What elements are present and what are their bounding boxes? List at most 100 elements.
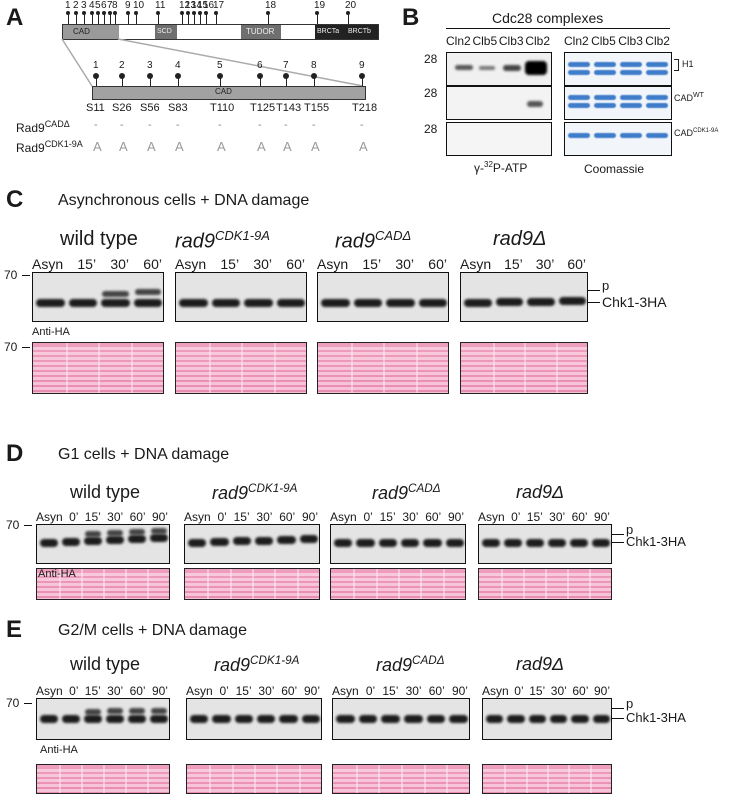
coomassie-cad-wt <box>564 86 672 120</box>
cdk1-9a-mark: A <box>93 139 102 154</box>
mw-tick <box>24 525 32 526</box>
antibody-label: Anti-HA <box>40 744 78 756</box>
strain-allele: CADΔ <box>408 482 441 495</box>
mw-tick <box>24 703 32 704</box>
lane-label: Asyn <box>330 510 357 524</box>
cdk1-9a-mark: A <box>147 139 156 154</box>
site-pin <box>186 11 190 15</box>
label-cad-wt: CADWT <box>674 92 704 103</box>
ponceau-lane-gap <box>81 765 83 793</box>
chk1-phospho-band <box>151 528 167 534</box>
chk1-band <box>301 715 320 723</box>
site-pin <box>134 11 138 15</box>
chk1-band <box>211 299 240 307</box>
site-pin <box>82 11 86 15</box>
site-pin <box>74 11 78 15</box>
site-pin <box>90 11 94 15</box>
chk1-band <box>548 539 566 547</box>
chk1-band <box>299 535 318 543</box>
lane-label: 30’ <box>405 684 422 698</box>
ponceau-lane-gap <box>378 765 381 793</box>
ponceau-lane-gap <box>103 569 105 599</box>
lane-label: 0’ <box>219 684 229 698</box>
site-number: 17 <box>213 0 225 11</box>
site-number: 20 <box>345 0 357 11</box>
coomassie-band <box>568 133 590 138</box>
western-blot <box>36 524 170 564</box>
cad-site-pin <box>311 73 317 79</box>
site-number: 13 <box>185 0 197 11</box>
lane-label: 60’ <box>428 256 447 272</box>
chk1-band <box>84 537 102 545</box>
chk1-band <box>386 299 415 307</box>
lane-label: 15’ <box>233 510 250 524</box>
ponceau-lane-gap <box>545 569 547 599</box>
lane-label: 60’ <box>279 510 296 524</box>
cad-site-label: S83 <box>168 102 188 114</box>
chk1-phospho-band <box>85 709 101 715</box>
cad-site-label: T218 <box>352 102 378 114</box>
lane-label: Asyn <box>460 256 492 272</box>
chk1-band <box>277 535 296 544</box>
site-pin <box>113 11 117 15</box>
site-stem <box>216 14 217 24</box>
lane-label: 30’ <box>258 684 275 698</box>
strain-allele: CDK1-9A <box>215 228 270 243</box>
site-number: 12 <box>179 0 191 11</box>
chk1-band <box>150 534 168 542</box>
coomassie-band <box>594 62 616 67</box>
lane-label: Clb2 <box>525 34 550 48</box>
cad-site-stem <box>96 76 97 86</box>
lane-label: 60’ <box>428 684 445 698</box>
rad9-domain-bar: CAD SCD TUDOR BRCTa BRCTb <box>62 24 379 40</box>
site-stem <box>317 14 318 24</box>
site-number: 7 <box>107 0 113 11</box>
lane-label: 60’ <box>129 684 146 698</box>
site-pin <box>346 11 350 15</box>
chk1-band <box>404 715 423 723</box>
western-blot <box>175 272 307 322</box>
zoom-lines <box>61 38 364 87</box>
lane-label: 60’ <box>286 256 305 272</box>
ponceau-lane-gap <box>398 569 400 599</box>
strain-label-0: wild type <box>70 482 140 503</box>
strain-allele: CDK1-9A <box>248 482 298 495</box>
site-pin <box>156 11 160 15</box>
strain-label-2: rad9CADΔ <box>372 482 441 504</box>
chk1-band <box>62 538 80 546</box>
coomassie-band <box>620 95 642 100</box>
site-pin <box>192 11 196 15</box>
ponceau-lane-gap <box>65 343 68 393</box>
lane-label: 60’ <box>143 256 162 272</box>
chk1-band <box>179 299 208 307</box>
lane-label: 60’ <box>572 684 589 698</box>
ponceau-lane-gap <box>125 569 127 599</box>
lane-label: Clb3 <box>498 34 524 48</box>
site-number: 10 <box>133 0 145 11</box>
lane-label: Asyn <box>36 684 63 698</box>
ponceau-stain <box>36 568 170 600</box>
site-number: 11 <box>155 0 166 11</box>
chk1-band <box>40 715 58 723</box>
chk1-band <box>188 539 207 547</box>
cdk1-9a-mark: A <box>217 139 226 154</box>
site-stem <box>110 14 111 24</box>
ponceau-lane-gap <box>208 343 211 393</box>
ponceau-lane-gap <box>446 765 449 793</box>
ponceau-lane-gap <box>231 765 234 793</box>
ponceau-lane-gap <box>207 569 210 599</box>
strain-name: rad9 <box>214 655 251 675</box>
cad-site-number: 3 <box>147 60 153 71</box>
site-pin <box>66 11 70 15</box>
strain-name: wild type <box>70 654 141 674</box>
ponceau-lane-gap <box>589 765 592 793</box>
chk1-band <box>321 299 350 307</box>
chk1-band <box>106 536 124 544</box>
site-stem <box>158 14 159 24</box>
chk1-label: Chk1-3HA <box>602 294 667 310</box>
lane-label: 0’ <box>363 510 373 524</box>
western-blot <box>36 698 170 740</box>
site-number: 15 <box>197 0 209 11</box>
